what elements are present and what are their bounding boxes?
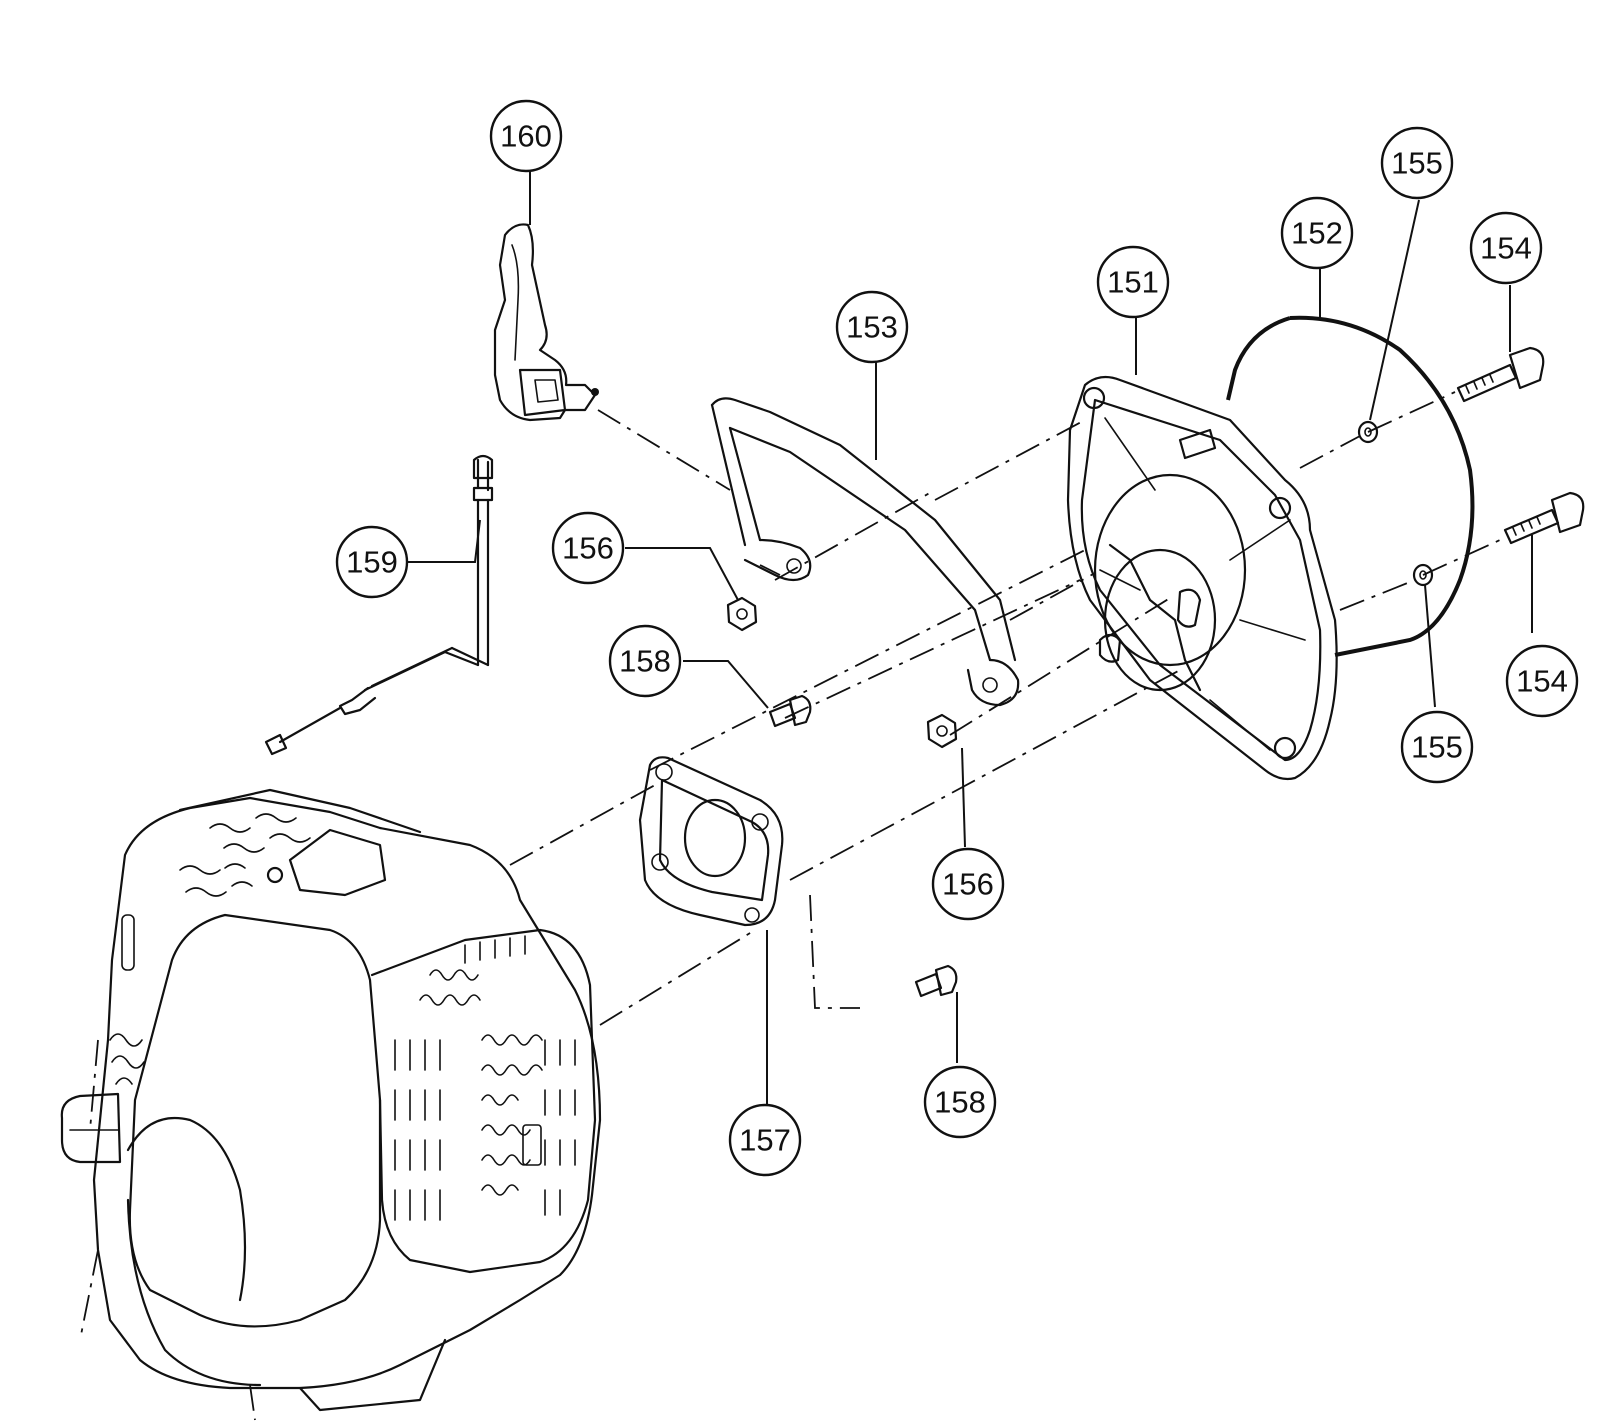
throttle-cable-drawing [264, 454, 494, 756]
callout-label: 151 [1107, 265, 1159, 300]
callout-152: 152 [1280, 196, 1354, 270]
engine-illustration [60, 788, 602, 1421]
callout-154-lower: 154 [1505, 644, 1579, 718]
callout-160: 160 [489, 99, 563, 173]
callout-156-lower: 156 [931, 847, 1005, 921]
screw-upper-drawing [768, 694, 812, 728]
leader-lines [408, 171, 1533, 1104]
assembly-axis-lines [509, 391, 1501, 1026]
callout-label: 158 [619, 644, 671, 679]
callout-158-upper: 158 [608, 624, 682, 698]
callout-label: 155 [1411, 730, 1463, 765]
callout-155-upper: 155 [1380, 126, 1454, 200]
callout-157: 157 [728, 1103, 802, 1177]
nut-upper-drawing [726, 596, 758, 632]
callout-label: 154 [1516, 664, 1568, 699]
callout-156-upper: 156 [551, 511, 625, 585]
bolt-lower-drawing [1503, 491, 1585, 545]
clutch-housing-drawing [1066, 375, 1338, 781]
bolt-upper-drawing [1456, 346, 1545, 403]
loop-handle-drawing [710, 397, 1020, 707]
throttle-lever-drawing [493, 223, 599, 422]
callout-label: 159 [346, 545, 398, 580]
callout-158-lower: 158 [923, 1065, 997, 1139]
screw-lower-drawing [914, 964, 958, 998]
callout-154-upper: 154 [1469, 211, 1543, 285]
callout-label: 153 [846, 310, 898, 345]
washer-lower-drawing [1412, 563, 1434, 587]
callout-153: 153 [835, 290, 909, 364]
callout-label: 152 [1291, 216, 1343, 251]
callout-151: 151 [1096, 245, 1170, 319]
callout-label: 156 [562, 531, 614, 566]
callout-label: 160 [500, 119, 552, 154]
callout-155-lower: 155 [1400, 710, 1474, 784]
washer-upper-drawing [1357, 420, 1379, 444]
callout-label: 155 [1391, 146, 1443, 181]
engine-mount-plate-drawing [638, 756, 784, 927]
callout-159: 159 [335, 525, 409, 599]
nut-lower-drawing [926, 713, 958, 749]
callout-label: 154 [1480, 231, 1532, 266]
callout-label: 157 [739, 1123, 791, 1158]
gasket-ring-drawing [1226, 315, 1475, 657]
callout-label: 156 [942, 867, 994, 902]
callout-label: 158 [934, 1085, 986, 1120]
